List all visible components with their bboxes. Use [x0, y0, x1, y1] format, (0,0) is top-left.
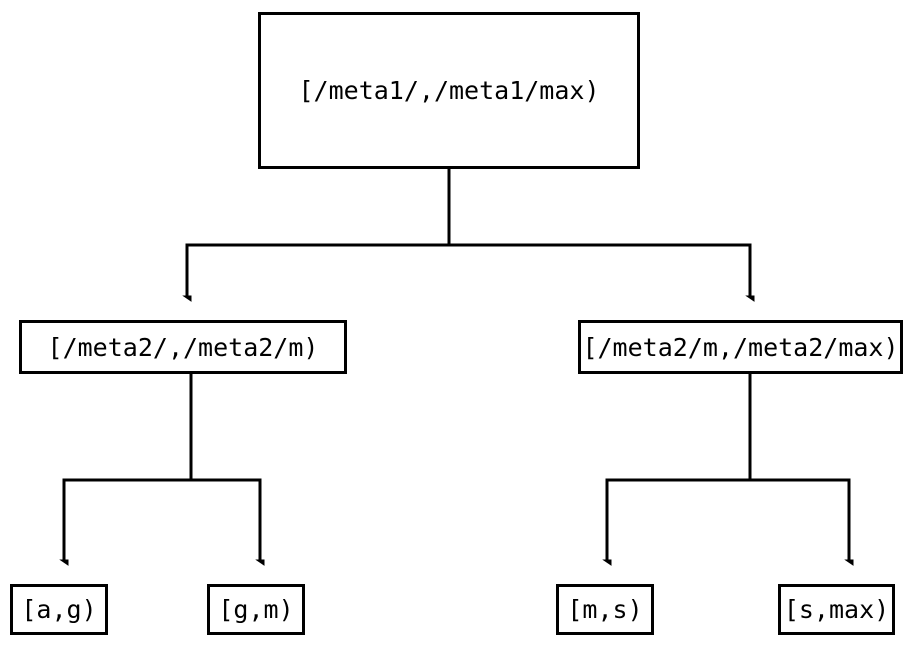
node-mid-left[interactable]: [/meta2/,/meta2/m) — [19, 320, 347, 374]
node-leaf-4-label: [s,max) — [783, 595, 890, 624]
node-mid-right[interactable]: [/meta2/m,/meta2/max) — [578, 320, 903, 374]
edge-root-to-mid-right — [447, 169, 750, 296]
node-leaf-3[interactable]: [m,s) — [556, 584, 654, 635]
edge-mid-right-to-leaf-3 — [607, 374, 752, 560]
edge-mid-left-to-leaf-2 — [189, 374, 260, 560]
node-leaf-1-label: [a,g) — [21, 595, 97, 624]
node-root-label: [/meta1/,/meta1/max) — [298, 76, 600, 105]
edge-mid-right-to-leaf-4 — [748, 374, 849, 560]
node-leaf-3-label: [m,s) — [567, 595, 643, 624]
node-mid-left-label: [/meta2/,/meta2/m) — [47, 332, 319, 362]
edge-root-to-mid-left — [187, 169, 451, 296]
edge-mid-left-to-leaf-1 — [64, 374, 193, 560]
node-leaf-4[interactable]: [s,max) — [778, 584, 895, 635]
node-mid-right-label: [/meta2/m,/meta2/max) — [582, 332, 899, 362]
node-root[interactable]: [/meta1/,/meta1/max) — [258, 12, 640, 169]
node-leaf-2[interactable]: [g,m) — [207, 584, 305, 635]
node-leaf-2-label: [g,m) — [218, 595, 294, 624]
node-leaf-1[interactable]: [a,g) — [10, 584, 108, 635]
